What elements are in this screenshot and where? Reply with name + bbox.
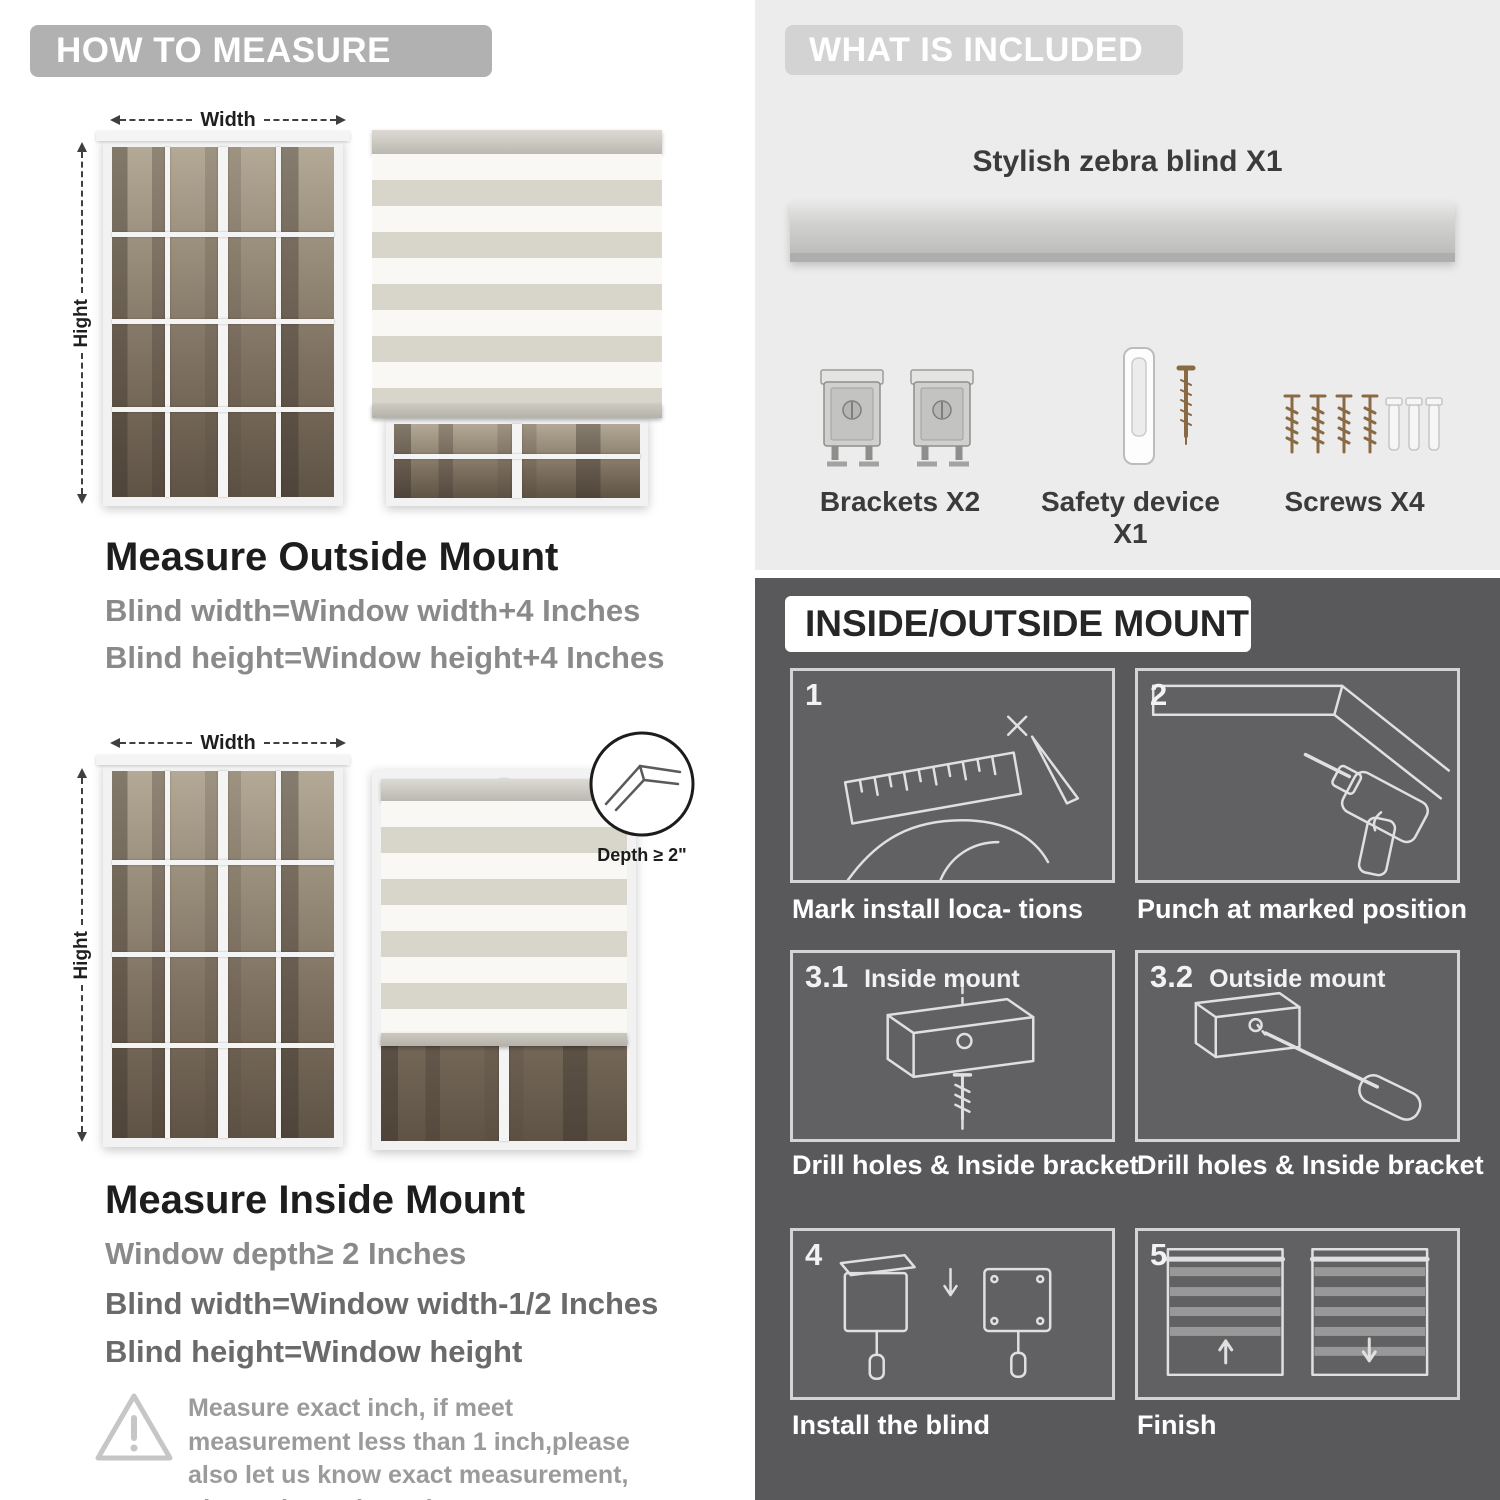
what-is-included-header: WHAT IS INCLUDED — [785, 25, 1183, 75]
step-caption-1: Mark install loca- tions — [792, 894, 1084, 924]
step-tag: Outside mount — [1209, 965, 1386, 993]
arrow-down-icon — [77, 494, 87, 505]
arrow-down-icon — [77, 1132, 87, 1143]
step-caption-3-2: Drill holes & Inside bracket — [1137, 1150, 1484, 1180]
height-dimension-inside: Hight — [71, 768, 92, 1143]
inside-mount-title: Measure Inside Mount — [105, 1178, 526, 1222]
width-dimension-outside: Width — [110, 108, 347, 131]
warning-triangle-icon — [95, 1393, 173, 1461]
brackets-icon — [815, 366, 980, 480]
inside-mount-line3: Blind height=Window height — [105, 1334, 523, 1369]
outside-mount-line1: Blind width=Window width+4 Inches — [105, 593, 641, 628]
arrow-left-icon — [110, 115, 120, 125]
window-photo — [112, 771, 334, 1138]
what-is-included-label: WHAT IS INCLUDED — [809, 30, 1144, 69]
depth-detail: Depth ≥ 2" — [582, 728, 702, 866]
blind-headrail — [381, 779, 627, 801]
window-illustration-inside — [96, 755, 350, 1147]
brackets-label: Brackets X2 — [819, 486, 981, 517]
mount-section-label: INSIDE/OUTSIDE MOUNT — [805, 603, 1250, 644]
safety-device-label: Safety device X1 — [1041, 486, 1220, 549]
step-panel-3-1: 3.1 Inside mount — [790, 950, 1115, 1142]
what-is-included-section: WHAT IS INCLUDED Stylish zebra blind X1 … — [755, 0, 1500, 570]
step-panel-1: 1 — [790, 668, 1115, 883]
step-number: 1 — [805, 677, 823, 712]
blind-headrail — [372, 130, 662, 154]
window-below-blind — [386, 416, 648, 506]
arrow-right-icon — [336, 115, 347, 125]
how-to-measure-header: HOW TO MEASURE — [30, 25, 492, 77]
blind-bottom-rail — [381, 1033, 627, 1046]
inside-mount-line2: Blind width=Window width-1/2 Inches — [105, 1286, 659, 1321]
install-blind-illustration — [839, 1253, 1052, 1381]
mark-locations-illustration — [843, 715, 1080, 880]
width-dimension-inside: Width — [110, 731, 347, 754]
step-number: 3.1 — [805, 959, 849, 994]
height-label: Hight — [71, 298, 92, 348]
step-caption-2: Punch at marked position — [1137, 894, 1468, 924]
inside-bracket-illustration — [886, 977, 1035, 1130]
mount-section-header: INSIDE/OUTSIDE MOUNT — [785, 596, 1251, 652]
step-tag: Inside mount — [864, 965, 1020, 993]
step-panel-2: 2 — [1135, 668, 1460, 883]
step-panel-5: 5 — [1135, 1228, 1460, 1400]
step-number: 2 — [1150, 677, 1168, 712]
outside-mount-title: Measure Outside Mount — [105, 535, 559, 579]
arrow-up-icon — [77, 768, 87, 778]
blind-item-label: Stylish zebra blind X1 — [972, 145, 1283, 178]
window-lintel — [96, 755, 350, 765]
zebra-stripes — [381, 801, 627, 1033]
arrow-right-icon — [336, 738, 347, 748]
step-panel-3-2: 3.2 Outside mount — [1135, 950, 1460, 1142]
drill-illustration — [1151, 684, 1451, 877]
step-caption-4: Install the blind — [792, 1410, 991, 1440]
how-to-measure-label: HOW TO MEASURE — [56, 31, 391, 70]
inside-outside-mount-section: INSIDE/OUTSIDE MOUNT 1 Mark install loca… — [755, 578, 1500, 1500]
outside-bracket-illustration — [1194, 991, 1422, 1121]
blind-bottom-rail — [372, 404, 662, 418]
width-label: Width — [200, 108, 256, 131]
screws-icon — [1283, 394, 1443, 454]
arrow-up-icon — [77, 142, 87, 152]
step-number: 3.2 — [1150, 959, 1194, 994]
width-label: Width — [200, 731, 256, 754]
height-label: Hight — [71, 930, 92, 980]
window-photo — [394, 424, 640, 498]
outside-mount-line2: Blind height=Window height+4 Inches — [105, 640, 665, 675]
depth-detail-icon — [589, 731, 695, 837]
height-dimension-outside: Hight — [71, 142, 92, 505]
zebra-stripes — [372, 154, 662, 404]
step-caption-5: Finish — [1137, 1410, 1217, 1440]
measure-warning-text: Measure exact inch, if meet measurement … — [188, 1394, 630, 1500]
depth-label: Depth ≥ 2" — [597, 845, 687, 865]
zebra-blind-headrail-product — [790, 202, 1455, 262]
step-caption-3-1: Drill holes & Inside bracket — [792, 1150, 1139, 1180]
arrow-left-icon — [110, 738, 120, 748]
zebra-blind-illustration-inside — [372, 770, 636, 1150]
window-lintel — [96, 131, 350, 141]
inside-mount-line1: Window depth≥ 2 Inches — [105, 1236, 467, 1271]
screws-label: Screws X4 — [1284, 486, 1425, 517]
zebra-blind-illustration-outside — [372, 130, 662, 506]
window-illustration-outside — [96, 131, 350, 506]
step-number: 4 — [805, 1237, 823, 1272]
step-number: 5 — [1150, 1237, 1168, 1272]
window-photo — [112, 147, 334, 497]
safety-device-icon — [1123, 347, 1196, 465]
step-panel-4: 4 — [790, 1228, 1115, 1400]
finish-illustration — [1165, 1247, 1430, 1377]
